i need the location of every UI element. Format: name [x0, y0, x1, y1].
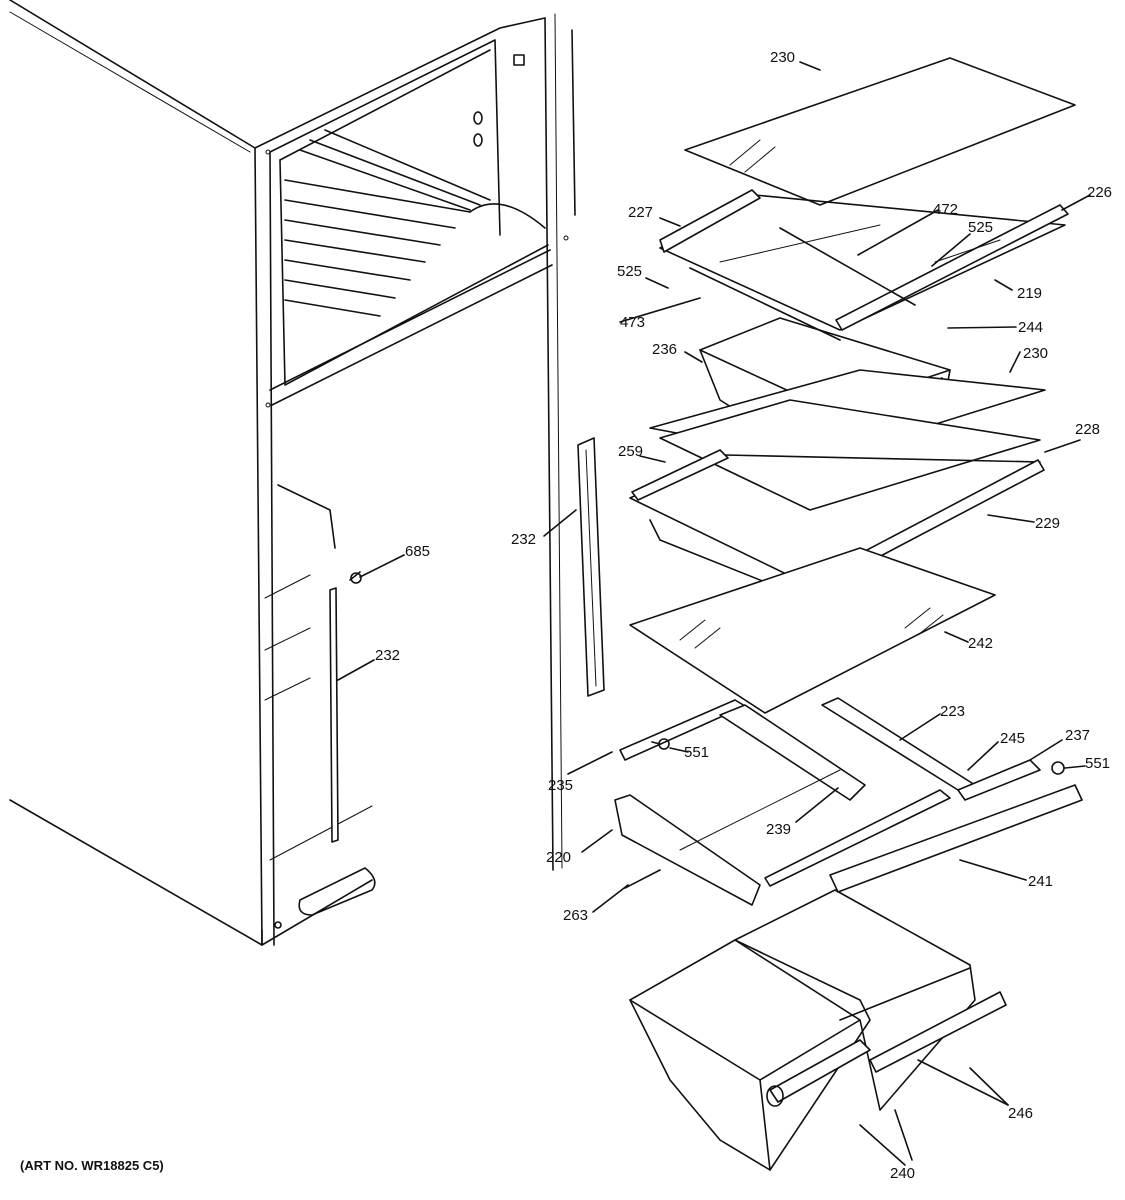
part-label-525-left: 525: [617, 263, 642, 280]
part-label-219: 219: [1017, 285, 1042, 302]
rail-237: [957, 759, 1041, 801]
part-label-472: 472: [933, 201, 958, 218]
part-label-239: 239: [766, 821, 791, 838]
glass-shelf-242: [629, 547, 996, 714]
part-label-230-middle: 230: [1023, 345, 1048, 362]
part-label-236: 236: [652, 341, 677, 358]
part-label-223: 223: [940, 703, 965, 720]
glass-shelf-middle: [649, 369, 1046, 511]
part-label-473: 473: [620, 314, 645, 331]
part-label-685: 685: [405, 543, 430, 560]
part-labels: 230 226 227 472 525 525 219 473 244 236 …: [20, 49, 1112, 1182]
screw-685: [349, 571, 362, 584]
shelf-frame-upper: [659, 189, 1069, 341]
part-label-244: 244: [1018, 319, 1043, 336]
cap-551-right: [1051, 761, 1065, 775]
part-label-241: 241: [1028, 873, 1053, 890]
part-label-232-left: 232: [375, 647, 400, 664]
screw-551-left: [651, 738, 670, 750]
shelf-support-ladder-left: [329, 587, 339, 843]
part-label-242: 242: [968, 635, 993, 652]
art-number: (ART NO. WR18825 C5): [20, 1158, 164, 1173]
crisper-cover-frame: [614, 697, 976, 906]
handle-241: [829, 784, 1083, 893]
part-label-551-right: 551: [1085, 755, 1110, 772]
glass-shelf-top: [684, 57, 1076, 206]
part-label-235: 235: [548, 777, 573, 794]
part-label-240: 240: [890, 1165, 915, 1182]
part-label-263: 263: [563, 907, 588, 924]
part-label-551-left: 551: [684, 744, 709, 761]
part-label-229: 229: [1035, 515, 1060, 532]
part-label-228: 228: [1075, 421, 1100, 438]
part-label-220: 220: [546, 849, 571, 866]
part-label-259: 259: [618, 443, 643, 460]
shelf-support-ladder-center: [577, 437, 605, 697]
part-label-237: 237: [1065, 727, 1090, 744]
part-label-227: 227: [628, 204, 653, 221]
leader-lines: [337, 61, 1091, 1166]
part-label-232-center: 232: [511, 531, 536, 548]
part-label-245: 245: [1000, 730, 1025, 747]
part-label-246: 246: [1008, 1105, 1033, 1122]
part-label-525-right: 525: [968, 219, 993, 236]
refrigerator-cabinet: [9, 0, 576, 946]
part-label-226: 226: [1087, 184, 1112, 201]
crisper-drawers-240: [629, 889, 1007, 1171]
part-label-230-top: 230: [770, 49, 795, 66]
